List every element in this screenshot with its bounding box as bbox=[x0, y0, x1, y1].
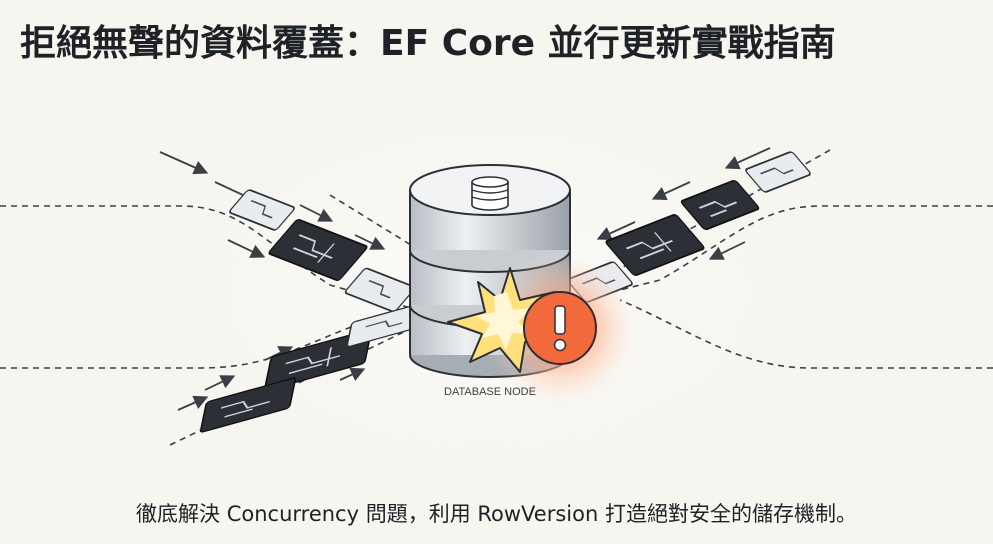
arrow-icon bbox=[159, 147, 771, 411]
database-label: DATABASE NODE bbox=[444, 386, 536, 398]
page-title: 拒絕無聲的資料覆蓋：EF Core 並行更新實戰指南 bbox=[20, 23, 836, 64]
page-subtitle: 徹底解決 Concurrency 問題，利用 RowVersion 打造絕對安全… bbox=[136, 502, 857, 526]
circuit-card-icon bbox=[199, 179, 760, 433]
warning-icon bbox=[523, 291, 597, 365]
